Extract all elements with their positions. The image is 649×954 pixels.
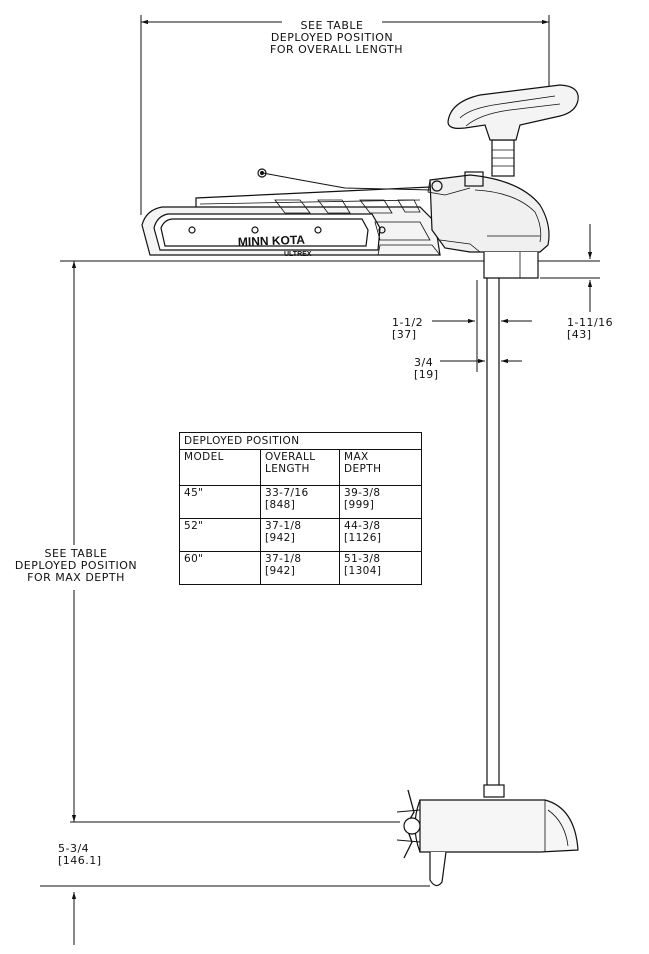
mount-height-inches: 1-11/16 bbox=[567, 316, 614, 329]
header-overall-length: OVERALL LENGTH bbox=[260, 449, 340, 486]
max-depth-dimension bbox=[70, 261, 400, 823]
overall-length-note-line-2: DEPLOYED POSITION bbox=[270, 31, 394, 44]
cell-max-depth: 39-3/8 [999] bbox=[339, 485, 422, 519]
cell-overall-length: 33-7/16 [848] bbox=[260, 485, 340, 519]
overall-length-dimension bbox=[140, 15, 550, 215]
mount-height-label: 1-11/16 [43] bbox=[567, 317, 613, 341]
cell-model: 60" bbox=[179, 551, 261, 585]
header-model: MODEL bbox=[179, 449, 261, 486]
cell-max-depth: 44-3/8 [1126] bbox=[339, 518, 422, 552]
shaft-diameter-dimension bbox=[440, 340, 522, 372]
deployed-position-table: DEPLOYED POSITION MODEL OVERALL LENGTH M… bbox=[179, 432, 422, 585]
cell-max-depth: 51-3/8 [1304] bbox=[339, 551, 422, 585]
table-row: 52" 37-1/8 [942] 44-3/8 [1126] bbox=[179, 518, 422, 552]
table-title: DEPLOYED POSITION bbox=[179, 432, 422, 450]
motor-lower-unit bbox=[396, 789, 579, 887]
cell-model: 52" bbox=[179, 518, 261, 552]
table-row: 45" 33-7/16 [848] 39-3/8 [999] bbox=[179, 485, 422, 519]
mount-height-dimension bbox=[540, 224, 600, 312]
cell-model: 45" bbox=[179, 485, 261, 519]
header-max-depth: MAX DEPTH bbox=[339, 449, 422, 486]
shaft-offset-inches: 1-1/2 bbox=[392, 316, 424, 329]
motor-height-inches: 5-3/4 bbox=[58, 842, 90, 855]
cell-overall-length: 37-1/8 [942] bbox=[260, 518, 340, 552]
overall-length-note: SEE TABLE DEPLOYED POSITION FOR OVERALL … bbox=[270, 19, 403, 56]
shaft-diameter-mm: [19] bbox=[414, 368, 439, 381]
shaft-offset-mm: [37] bbox=[392, 328, 417, 341]
shaft-offset-dimension bbox=[432, 280, 532, 372]
cell-overall-length: 37-1/8 [942] bbox=[260, 551, 340, 585]
brand-text: MINN KOTA bbox=[238, 233, 306, 249]
shaft-diameter-inches: 3/4 bbox=[414, 356, 434, 369]
max-depth-note-line-3: FOR MAX DEPTH bbox=[27, 571, 125, 584]
table-header-row: MODEL OVERALL LENGTH MAX DEPTH bbox=[179, 449, 422, 486]
mount-height-mm: [43] bbox=[567, 328, 592, 341]
motor-height-dimension bbox=[40, 885, 430, 945]
motor-height-mm: [146.1] bbox=[58, 854, 102, 867]
steering-housing bbox=[427, 84, 579, 279]
max-depth-note: SEE TABLE DEPLOYED POSITION FOR MAX DEPT… bbox=[14, 548, 138, 584]
overall-length-note-line-1: SEE TABLE bbox=[300, 19, 364, 32]
model-text: ULTREX bbox=[284, 251, 312, 258]
max-depth-note-line-1: SEE TABLE bbox=[44, 547, 108, 560]
motor-height-label: 5-3/4 [146.1] bbox=[58, 843, 102, 867]
shaft-offset-label: 1-1/2 [37] bbox=[392, 317, 423, 341]
shaft-diameter-label: 3/4 [19] bbox=[414, 357, 439, 381]
max-depth-note-line-2: DEPLOYED POSITION bbox=[14, 559, 138, 572]
mount-base bbox=[141, 168, 441, 256]
table-row: 60" 37-1/8 [942] 51-3/8 [1304] bbox=[179, 551, 422, 585]
overall-length-note-line-3: FOR OVERALL LENGTH bbox=[270, 43, 403, 56]
